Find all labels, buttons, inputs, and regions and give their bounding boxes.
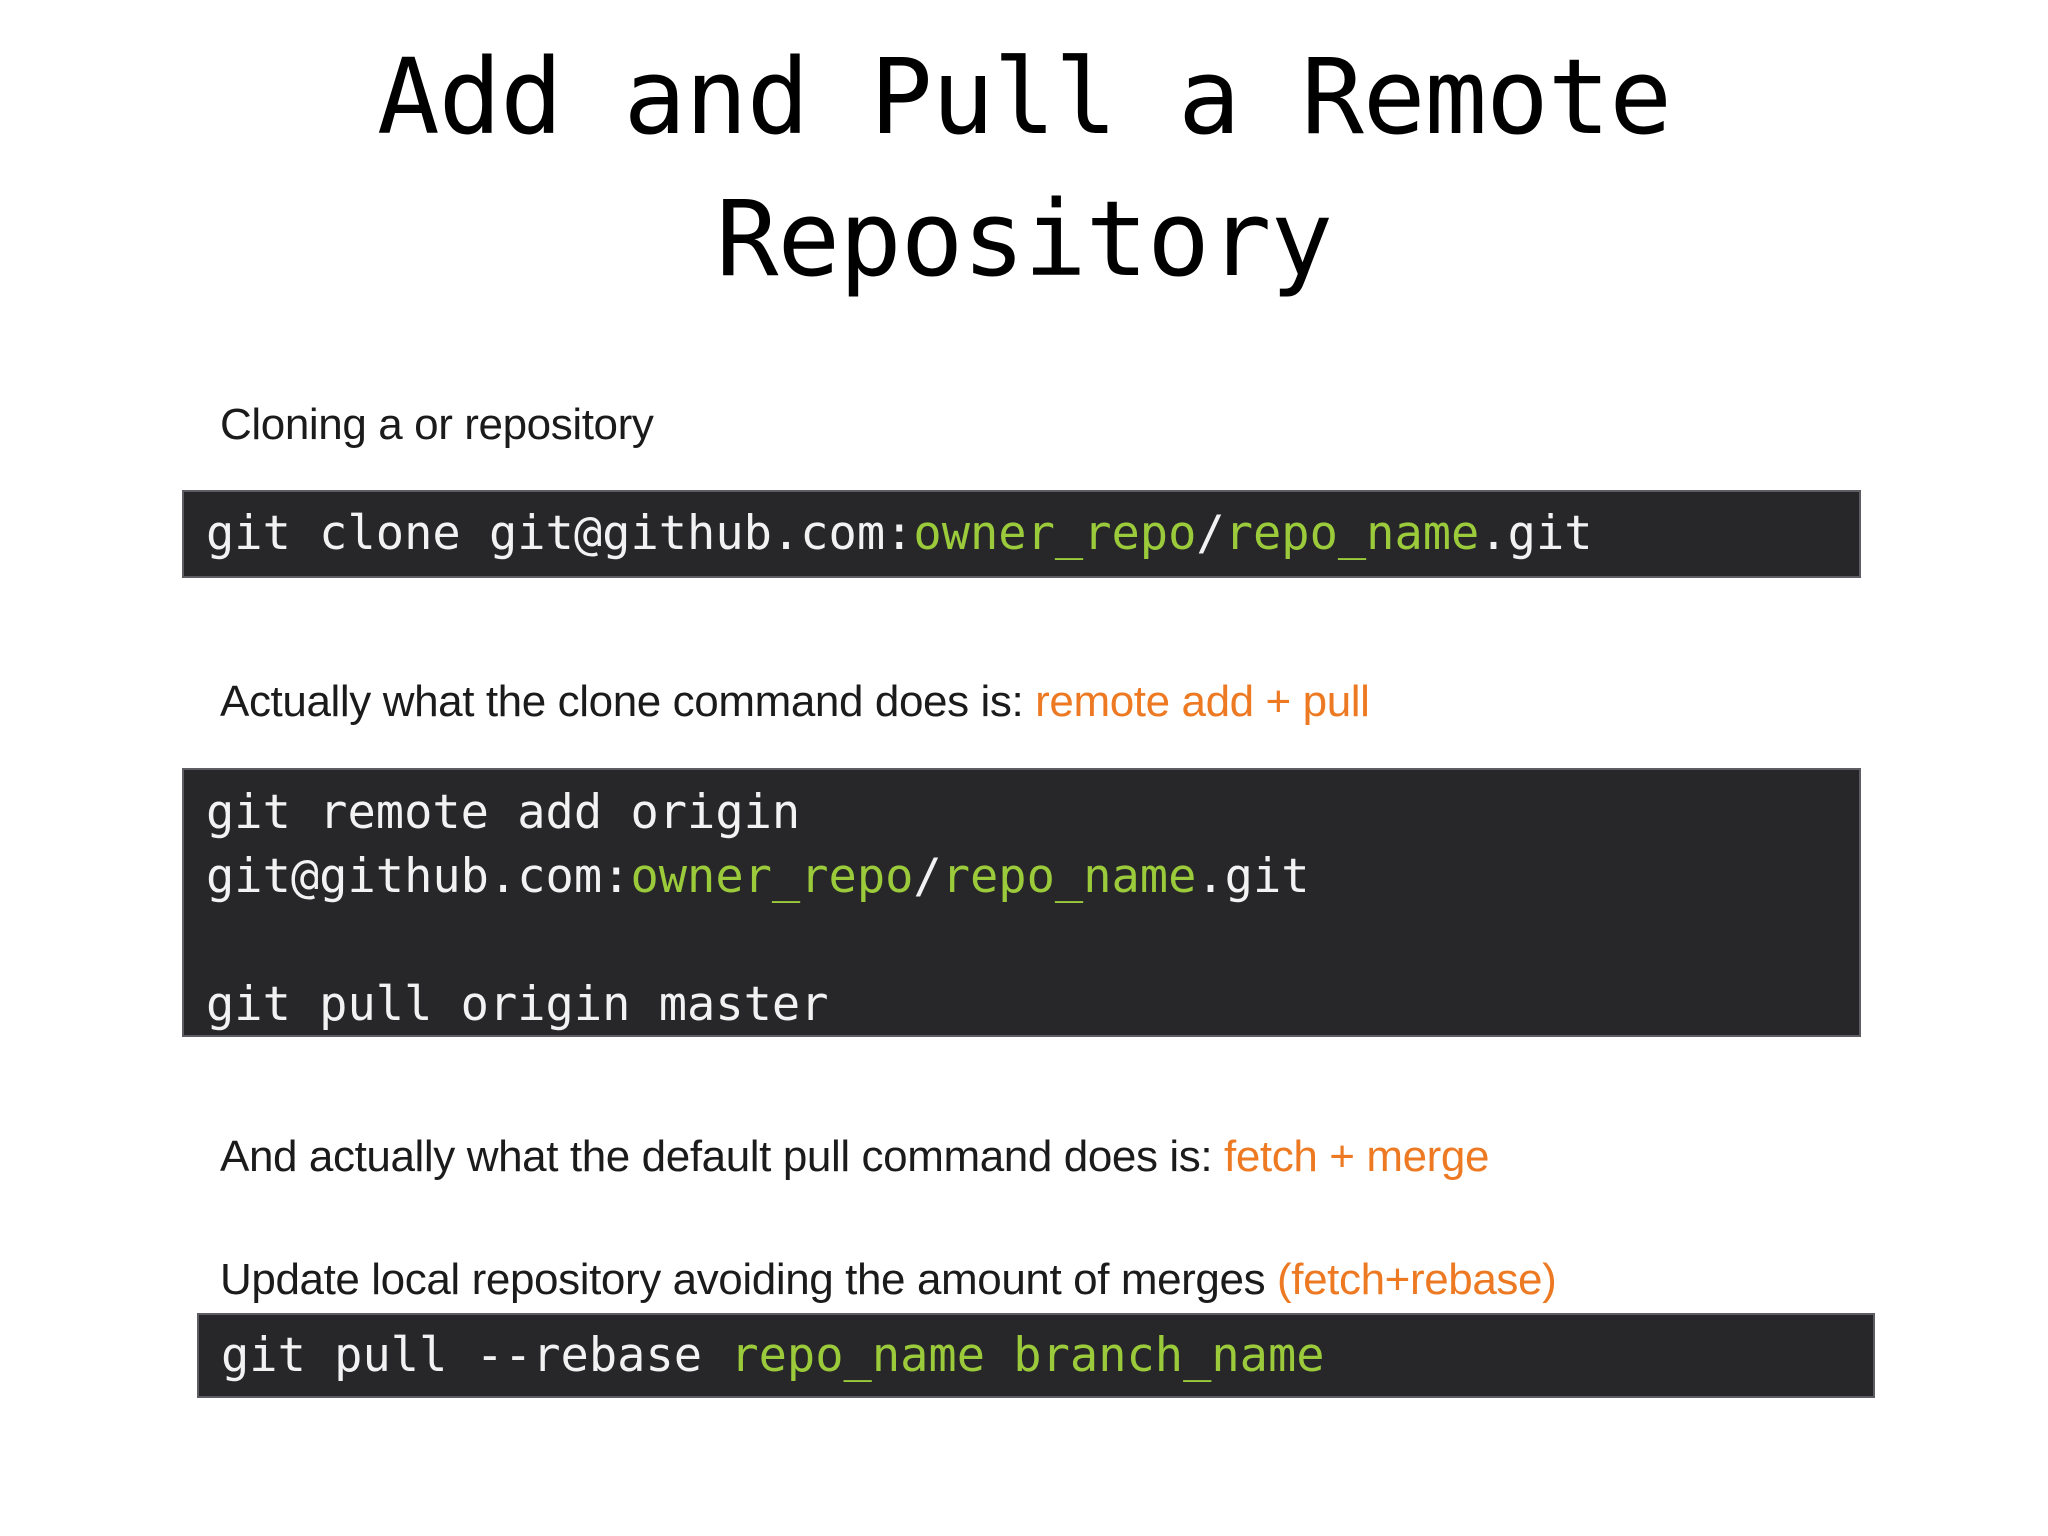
text-segment-plain: Update local repository avoiding the amo…	[220, 1255, 1278, 1304]
code-block-git-clone: git clone git@github.com:owner_repo/repo…	[182, 490, 1861, 578]
text-segment-plain: Cloning a or repository	[220, 400, 654, 449]
text-segment-var: owner_repo	[630, 849, 914, 904]
caption-pull-explain: And actually what the default pull comma…	[220, 1131, 1489, 1183]
text-segment-plain: git pull --rebase	[221, 1327, 731, 1383]
slide-title-line-2: Repository	[715, 178, 1333, 300]
text-segment-plain: git remote add origin	[206, 785, 801, 840]
code-line: git pull --rebase repo_name branch_name	[221, 1324, 1325, 1388]
code-line: git pull origin master	[206, 973, 1859, 1037]
code-line: git@github.com:owner_repo/repo_name.git	[206, 845, 1859, 909]
text-segment-var: repo_name	[1224, 506, 1480, 561]
text-segment-var: repo_name	[941, 849, 1197, 904]
text-segment-var: repo_name branch_name	[730, 1327, 1325, 1383]
caption-clone-explain: Actually what the clone command does is:…	[220, 676, 1370, 728]
text-segment-accent: (fetch+rebase)	[1277, 1255, 1557, 1304]
text-segment-plain: And actually what the default pull comma…	[220, 1132, 1225, 1181]
text-segment-accent: fetch + merge	[1224, 1132, 1490, 1181]
text-segment-plain: /	[1196, 506, 1225, 561]
text-segment-plain: .git	[1479, 506, 1593, 561]
caption-rebase-tip: Update local repository avoiding the amo…	[220, 1254, 1557, 1306]
text-segment-plain: .git	[1196, 849, 1310, 904]
text-segment-plain: /	[913, 849, 942, 904]
code-block-pull-rebase: git pull --rebase repo_name branch_name	[197, 1313, 1875, 1398]
text-segment-accent: remote add + pull	[1035, 677, 1370, 726]
slide-title-line-1: Add and Pull a Remote	[377, 36, 1672, 158]
text-segment-plain: git pull origin master	[206, 977, 829, 1032]
code-line: git remote add origin	[206, 781, 1859, 845]
slide-title: Add and Pull a Remote Repository	[0, 26, 2048, 310]
text-segment-var: owner_repo	[913, 506, 1197, 561]
code-line: git clone git@github.com:owner_repo/repo…	[206, 502, 1593, 566]
text-segment-plain: git clone git@github.com:	[206, 506, 914, 561]
code-line	[206, 909, 1859, 973]
caption-cloning-repository: Cloning a or repository	[220, 399, 654, 451]
text-segment-plain: git@github.com:	[206, 849, 631, 904]
text-segment-plain: Actually what the clone command does is:	[220, 677, 1036, 726]
